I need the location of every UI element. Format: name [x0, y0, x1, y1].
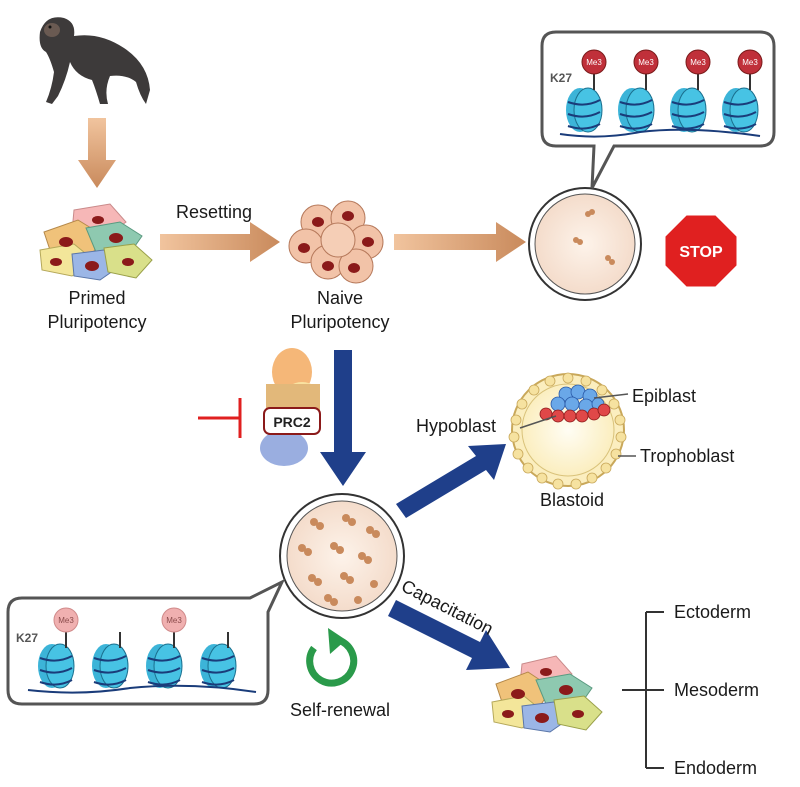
- epiblast-pointer: [593, 393, 629, 399]
- primed-label-line2: Pluripotency: [47, 312, 146, 332]
- circular-arrow-icon: [306, 628, 358, 687]
- me3-label: Me3: [638, 58, 654, 67]
- to-blastoid-arrow: [396, 444, 506, 518]
- prc2-label: PRC2: [273, 414, 311, 430]
- mesoderm-label: Mesoderm: [674, 680, 759, 700]
- inhibition-symbol: [198, 398, 242, 438]
- endoderm-label: Endoderm: [674, 758, 757, 778]
- chimp-to-primed-arrow: [78, 118, 116, 188]
- primed-label-line1: Primed: [68, 288, 125, 308]
- stop-label: STOP: [679, 244, 723, 261]
- stop-sign-icon: STOP: [662, 212, 740, 290]
- naive-to-arrest-arrow: [394, 222, 526, 262]
- arrested-embryo: [528, 187, 642, 301]
- germ-layer-bracket: [622, 611, 664, 769]
- chimpanzee-icon: [39, 17, 150, 104]
- naive-label-line2: Pluripotency: [290, 312, 389, 332]
- top-histone-bubble: K27 Me3 Me3 Me3 Me3: [540, 30, 776, 189]
- me3-label: Me3: [586, 58, 602, 67]
- k27-label-bottom: K27: [16, 631, 38, 645]
- hypoblast-label: Hypoblast: [416, 416, 496, 436]
- resetting-arrow: [160, 222, 280, 262]
- epiblast-label: Epiblast: [632, 386, 696, 406]
- me3-label: Me3: [690, 58, 706, 67]
- naive-label-line1: Naive: [317, 288, 363, 308]
- differentiated-cell-cluster: [491, 655, 603, 733]
- ectoderm-label: Ectoderm: [674, 602, 751, 622]
- naive-cell-cluster: [288, 200, 384, 284]
- me3-label: Me3: [742, 58, 758, 67]
- me3-label-pale: Me3: [166, 616, 182, 625]
- naive-to-self-renewal-arrow: [320, 350, 366, 486]
- k27-label-top: K27: [550, 71, 572, 85]
- me3-label-pale: Me3: [58, 616, 74, 625]
- resetting-label: Resetting: [176, 202, 252, 222]
- hypoblast-pointer: [519, 415, 557, 429]
- primed-cell-cluster: [39, 203, 153, 281]
- prc2-complex: PRC2: [260, 348, 321, 466]
- self-renewing-embryo: [279, 493, 405, 619]
- blastoid: [508, 372, 627, 490]
- blastoid-label: Blastoid: [540, 490, 604, 510]
- self-renewal-label: Self-renewal: [290, 700, 390, 720]
- bottom-histone-bubble: K27 Me3 Me3: [6, 578, 286, 706]
- trophoblast-label: Trophoblast: [640, 446, 734, 466]
- capacitation-arrow: [388, 600, 510, 670]
